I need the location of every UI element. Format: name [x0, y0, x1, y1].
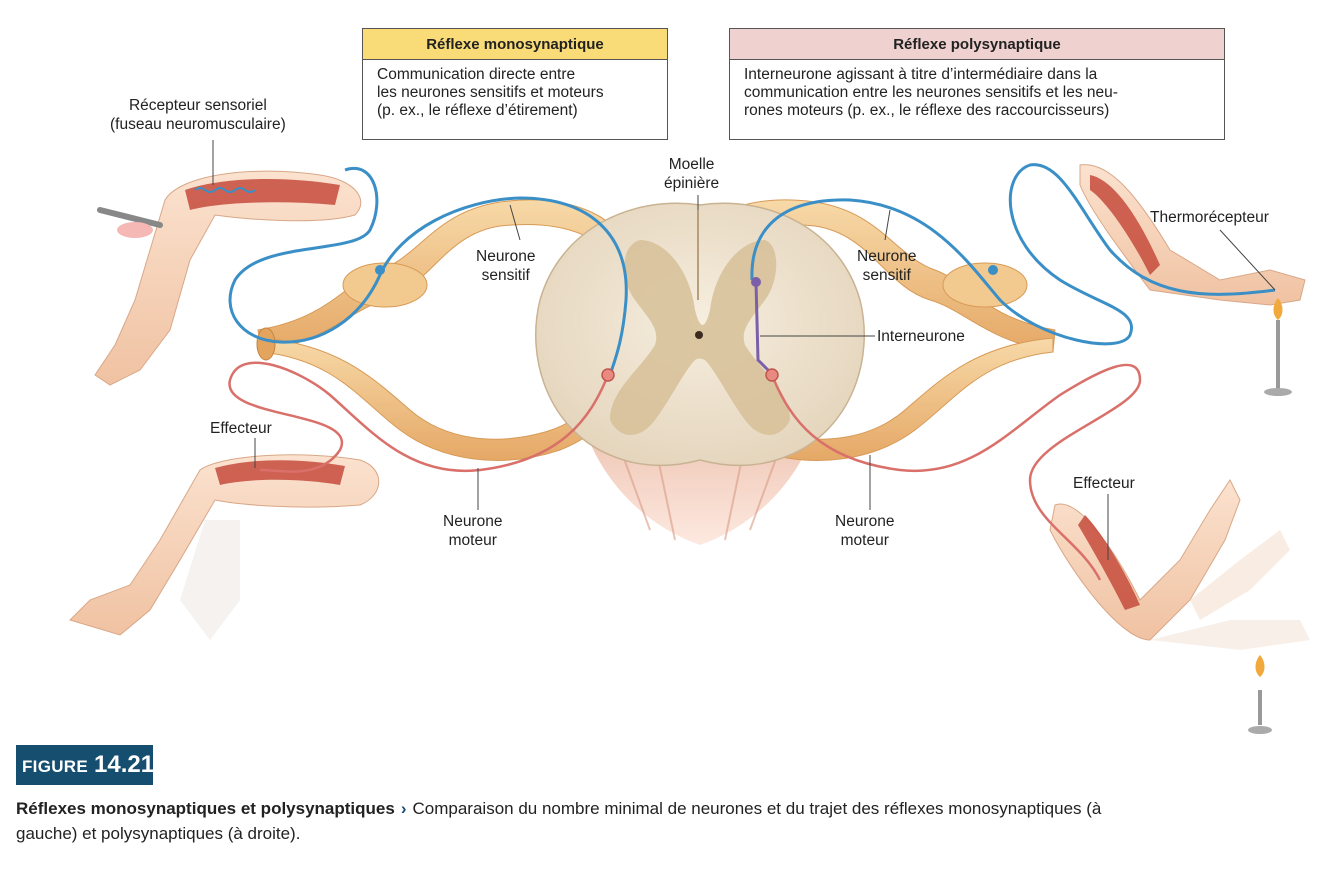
- thermoreceptor-label: Thermorécepteur: [1150, 209, 1269, 226]
- poly-line: communication entre les neurones sensiti…: [744, 84, 1118, 101]
- monosynaptic-reflex-title: Réflexe monosynaptique: [363, 29, 667, 60]
- motor-neuron-left-label: Neurone moteur: [443, 512, 502, 550]
- sensory-neuron-right: [750, 163, 1276, 346]
- dorsal-root-ganglion-right: [942, 262, 1028, 308]
- sensory-receptor-label: Récepteur sensoriel (fuseau neuromuscula…: [110, 96, 286, 134]
- interneuron-label: Interneurone: [877, 328, 965, 345]
- flame-icon: [1273, 298, 1283, 320]
- monosynaptic-reflex-description: Communication directe entre les neurones…: [363, 60, 667, 126]
- figure-caption: Réflexes monosynaptiques et polysynaptiq…: [16, 796, 1136, 846]
- polysynaptic-reflex-title: Réflexe polysynaptique: [730, 29, 1224, 60]
- figure-number-badge: FIGURE 14.21: [16, 745, 155, 785]
- label-line: Neurone: [857, 248, 917, 265]
- label-line: (fuseau neuromusculaire): [110, 116, 286, 133]
- motor-neuron-left: [228, 361, 615, 473]
- label-line: Neurone: [443, 513, 503, 530]
- monosynaptic-reflex-box: Réflexe monosynaptique Communication dir…: [362, 28, 668, 140]
- left-leg-bottom: [69, 454, 380, 640]
- right-arm-bottom: [1049, 479, 1310, 734]
- figure-number: 14.21: [94, 751, 155, 778]
- label-line: épinière: [664, 175, 720, 192]
- effector-left-label: Effecteur: [210, 420, 272, 437]
- poly-line: rones moteurs (p. ex., le réflexe des ra…: [744, 102, 1110, 119]
- sensory-neuron-right-label: Neurone sensitif: [857, 247, 916, 285]
- caption-arrow-icon: ›: [400, 799, 407, 818]
- label-line: sensitif: [862, 267, 911, 284]
- mono-line: Communication directe entre: [377, 66, 576, 83]
- label-line: Neurone: [835, 513, 895, 530]
- polysynaptic-reflex-box: Réflexe polysynaptique Interneurone agis…: [729, 28, 1225, 140]
- label-line: Moelle: [668, 156, 715, 173]
- polysynaptic-reflex-description: Interneurone agissant à titre d’interméd…: [730, 60, 1224, 126]
- label-line: moteur: [448, 532, 497, 549]
- quadriceps-effector: [215, 460, 345, 485]
- sensory-neuron-left: [228, 166, 628, 376]
- leader-lines: [212, 140, 1276, 560]
- interneuron: [751, 277, 772, 374]
- flame-icon: [1255, 655, 1265, 677]
- caption-text: Comparaison du nombre minimal de neurone…: [16, 799, 1102, 843]
- label-line: sensitif: [481, 267, 530, 284]
- spinal-cord-label: Moelle épinière: [664, 155, 719, 193]
- left-leg-top: [94, 170, 362, 386]
- mono-line: (p. ex., le réflexe d’étirement): [377, 102, 578, 119]
- mono-line: les neurones sensitifs et moteurs: [377, 84, 604, 101]
- spinal-cord-cross-section: [535, 202, 865, 467]
- motor-neuron-right-label: Neurone moteur: [835, 512, 894, 550]
- quadriceps-muscle: [185, 178, 340, 210]
- effector-right-label: Effecteur: [1073, 475, 1135, 492]
- figure-word: FIGURE: [22, 757, 89, 776]
- biceps-effector: [1078, 515, 1140, 610]
- dorsal-root-ganglion-left: [342, 262, 428, 308]
- right-arm-top: [1079, 164, 1306, 396]
- motor-neuron-right: [765, 363, 1142, 581]
- sensory-neuron-left-label: Neurone sensitif: [476, 247, 535, 285]
- reflex-arc-diagram: [69, 140, 1310, 734]
- label-line: Récepteur sensoriel: [128, 97, 267, 114]
- label-line: moteur: [840, 532, 889, 549]
- label-line: Neurone: [476, 248, 536, 265]
- reflex-hammer: [97, 207, 163, 228]
- poly-line: Interneurone agissant à titre d’interméd…: [744, 66, 1098, 83]
- caption-title: Réflexes monosynaptiques et polysynaptiq…: [16, 799, 395, 818]
